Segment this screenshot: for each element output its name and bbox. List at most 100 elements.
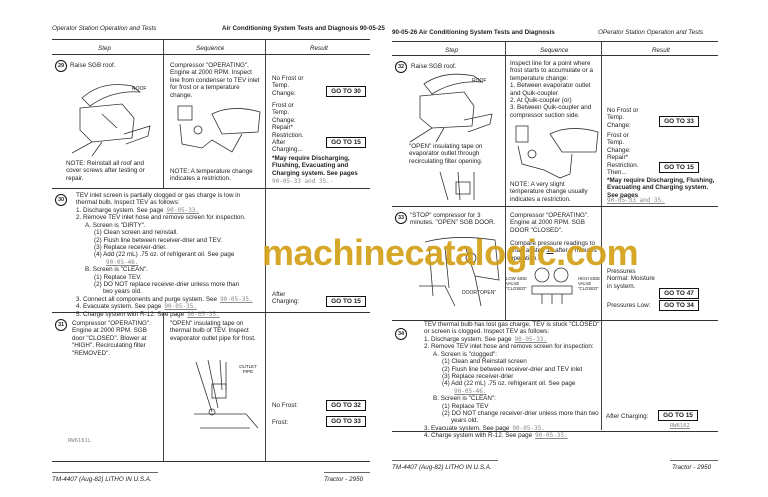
- sequence-note: NOTE: A very slight temperature change u…: [510, 181, 588, 203]
- list-item: (1) Replace TEV.: [76, 274, 253, 281]
- list-item: (4) Add (22 mL) .75 oz. refrigerant oil.…: [424, 380, 599, 387]
- list-item: (4) Add (22 mL) .75 oz. of refrigerant o…: [76, 251, 253, 258]
- list-item: 90-05-46.: [76, 259, 253, 266]
- compare-text: Compare pressure readings to chart at st…: [510, 240, 596, 255]
- right-header-title: 90-05-26 Air Conditioning System Tests a…: [392, 29, 555, 36]
- step-text: Raise SGB roof.: [411, 63, 457, 70]
- footer-rule: [52, 472, 158, 473]
- divider: [52, 54, 370, 55]
- left-header-title: Air Conditioning System Tests and Diagno…: [222, 25, 385, 32]
- page-ref-link[interactable]: 90-05-33 and 35.-: [272, 178, 334, 185]
- step-text: Raise SGB roof.: [70, 62, 116, 69]
- result-after-charging: After Charging:: [606, 413, 649, 420]
- list-item-text: (1) Clean screen and reinstall.: [94, 229, 178, 237]
- sequence-line: 3. Between Quik-coupler and compressor s…: [510, 104, 592, 119]
- sequence-note: NOTE: A temperature change indicates a r…: [170, 168, 253, 183]
- quik-coupler-illustration: [515, 125, 599, 179]
- sequence-text: Compressor "OPERATING". Engine at 2000 R…: [510, 212, 589, 234]
- column-result: Result: [310, 45, 328, 52]
- goto-15-button[interactable]: GO TO 15: [658, 410, 698, 421]
- goto-33-button[interactable]: GO TO 33: [659, 116, 699, 127]
- goto-15-button[interactable]: GO TO 15: [659, 162, 699, 173]
- column-divider: [163, 40, 164, 188]
- goto-30-button[interactable]: GO TO 30: [326, 86, 366, 97]
- result-pressures-normal: Pressures Normal: Moisture in system.: [607, 268, 655, 290]
- list-item-text: (1) Clean and Reinstall screen: [442, 358, 527, 366]
- right-header-section: OPerator Station Operation and Tests: [598, 29, 704, 36]
- page-ref-link[interactable]: 90-05-46.: [454, 387, 487, 395]
- outlet-pipe-label: OUTLET PIPE: [239, 364, 257, 374]
- page-ref-link[interactable]: 90-05-33.: [166, 207, 200, 214]
- page-ref-link[interactable]: 90-05-33 and 35.: [607, 197, 665, 204]
- list-item: (3) Replace receiver-drier.: [76, 244, 253, 251]
- divider: [52, 188, 370, 189]
- footer-left: TM-4407 (Aug-82) LITHO IN U.S.A.: [52, 476, 152, 483]
- goto-15-button[interactable]: GO TO 15: [326, 296, 366, 307]
- column-divider: [505, 42, 506, 320]
- list-item: 3. Connect all components and purge syst…: [76, 296, 253, 303]
- step-number: 30: [55, 194, 67, 206]
- list-item-text: (2) Flush line between receiver-drier an…: [94, 236, 223, 244]
- step30-intro: TEV inlet screen is partially clogged or…: [76, 192, 240, 207]
- intro-line: thermal bulb. Inspect TEV as follows:: [76, 199, 180, 207]
- goto-47-button[interactable]: GO TO 47: [659, 288, 699, 299]
- list-item-text: 1. Discharge system. See page: [76, 207, 164, 214]
- list-item: (1) Replace TEV: [424, 403, 599, 410]
- page-ref-link[interactable]: 90-05-35.: [535, 432, 568, 440]
- roof-label: ROOF: [132, 86, 147, 92]
- column-divider: [163, 312, 164, 462]
- footer-rule: [670, 460, 718, 461]
- page-ref-link[interactable]: 90-05-35.: [187, 310, 220, 318]
- list-item-text: 4. Charge system with R-12. See page: [424, 432, 533, 440]
- watermark: machinecatalogic.com: [262, 232, 639, 273]
- divider: [392, 320, 718, 321]
- list-item: B. Screen is "CLEAN".: [76, 266, 253, 273]
- list-item: (1) Clean screen and reinstall.: [76, 229, 253, 236]
- page-ref-link[interactable]: 90-05-33.: [514, 336, 548, 343]
- list-item-text: two years old.: [103, 288, 142, 296]
- page-ref-link[interactable]: 90-05-35.: [220, 295, 253, 303]
- intro-line: or screen is clogged. Inspect TEV as fol…: [424, 328, 550, 336]
- page-ref-link[interactable]: 90-05-35.: [164, 303, 197, 311]
- step34-intro: TEV thermal bulb has lost gas charge, TE…: [424, 321, 600, 336]
- goto-15-button[interactable]: GO TO 15: [326, 137, 366, 148]
- roof-illustration: [71, 84, 151, 157]
- goto-34-button[interactable]: GO TO 34: [659, 300, 699, 311]
- sequence-compare: Compare pressure readings to chart at st…: [510, 240, 598, 262]
- list-item-text: A. Screen is "DIRTY".: [85, 221, 146, 229]
- list-item-text: 5. Charge system with R-12. See page: [76, 310, 185, 318]
- list-item-text: 3. Connect all components and purge syst…: [76, 295, 218, 303]
- step-ref-link[interactable]: 15: [546, 247, 554, 255]
- goto-33-button[interactable]: GO TO 33: [326, 416, 366, 427]
- footer-right: Tractor - 2950: [672, 464, 712, 471]
- list-item-text: (1) Replace TEV: [442, 402, 489, 410]
- step-number: 32: [395, 61, 407, 73]
- goto-32-button[interactable]: GO TO 32: [326, 400, 366, 411]
- page-ref-link[interactable]: 90-05-35.: [512, 424, 545, 432]
- divider: [52, 39, 370, 40]
- list-item: (2) Flush line between receiver-drier an…: [76, 237, 253, 244]
- outlet-pipe-illustration: [194, 359, 259, 429]
- footer-rule: [392, 460, 498, 461]
- column-sequence: Sequence: [540, 47, 569, 54]
- step-number: 34: [395, 328, 407, 340]
- list-item: 90-05-46.: [424, 388, 599, 395]
- high-side-valve-label: HIGH SIDE VALVE "CLOSED": [578, 276, 600, 291]
- list-item-text: (4) Add (22 mL) .75 oz. refrigerant oil.…: [442, 380, 576, 388]
- left-header-section: Operator Station Operation and Tests: [52, 25, 157, 32]
- sequence-text: Compressor "OPERATING". Engine at 2000 R…: [170, 62, 260, 99]
- list-item-text: (2) Flush line between receiver-drier an…: [442, 365, 583, 373]
- roof-label: ROOF: [472, 78, 487, 84]
- result-no-frost: No Frost:: [272, 402, 298, 409]
- column-divider: [265, 40, 266, 462]
- page-ref-link[interactable]: 90-05-46.: [106, 258, 139, 266]
- footnote: *May require Discharging, Flushing, Evac…: [272, 155, 358, 177]
- list-item-text: (2) DO NOT replace receiver-drier unless…: [94, 281, 240, 289]
